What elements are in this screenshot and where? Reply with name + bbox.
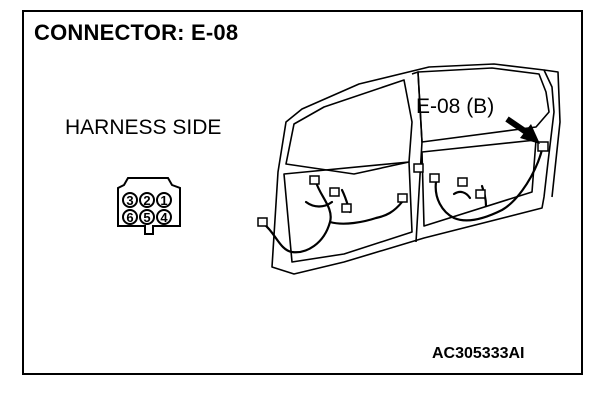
pin-label: 1: [160, 193, 167, 208]
callout-arrow: [505, 116, 540, 144]
rear-harness: [434, 146, 544, 222]
pin-1: [156, 192, 172, 208]
connector-face: 3 2 1 6 5 4: [117, 63, 561, 275]
figure-code: AC305333AI: [432, 345, 525, 362]
harness-connectors: [257, 141, 549, 227]
pin-label: 3: [126, 193, 133, 208]
front-harness: [262, 180, 404, 254]
diagram-frame: CONNECTOR: E-08 HARNESS SIDE E-08 (B) AC…: [22, 10, 583, 375]
pin-row-bottom: 6 5 4: [122, 209, 172, 225]
pin-6: [122, 209, 138, 225]
pin-label: 5: [143, 210, 150, 225]
body-outline: [271, 63, 555, 275]
vehicle-door-illustration: [271, 63, 561, 275]
pin-label: 2: [143, 193, 150, 208]
connector-block: [257, 217, 268, 227]
pin-label: 4: [160, 210, 168, 225]
pin-row-top: 3 2 1: [122, 192, 172, 208]
b-pillar: [411, 71, 423, 243]
rear-edge: [543, 69, 561, 198]
harness-side-label: HARNESS SIDE: [65, 116, 222, 139]
door-panel-front: [283, 161, 413, 263]
connector-title: CONNECTOR: E-08: [34, 20, 239, 45]
rear-window: [417, 67, 550, 143]
connector-block: [429, 173, 440, 183]
pin-label: 6: [126, 210, 133, 225]
connector-block: [457, 177, 468, 187]
pin-4: [156, 209, 172, 225]
pin-5: [139, 209, 155, 225]
connector-callout-label: E-08 (B): [416, 95, 495, 118]
connector-block: [413, 163, 424, 173]
connector-e08-b: [537, 141, 549, 152]
pin-2: [139, 192, 155, 208]
door-panel-rear: [421, 139, 537, 227]
connector-block: [309, 175, 320, 185]
connector-block: [329, 187, 340, 197]
connector-block: [341, 203, 352, 213]
front-window: [285, 79, 413, 175]
connector-block: [397, 193, 408, 203]
connector-block: [475, 189, 486, 199]
pin-3: [122, 192, 138, 208]
wiring-harness: [262, 146, 544, 254]
